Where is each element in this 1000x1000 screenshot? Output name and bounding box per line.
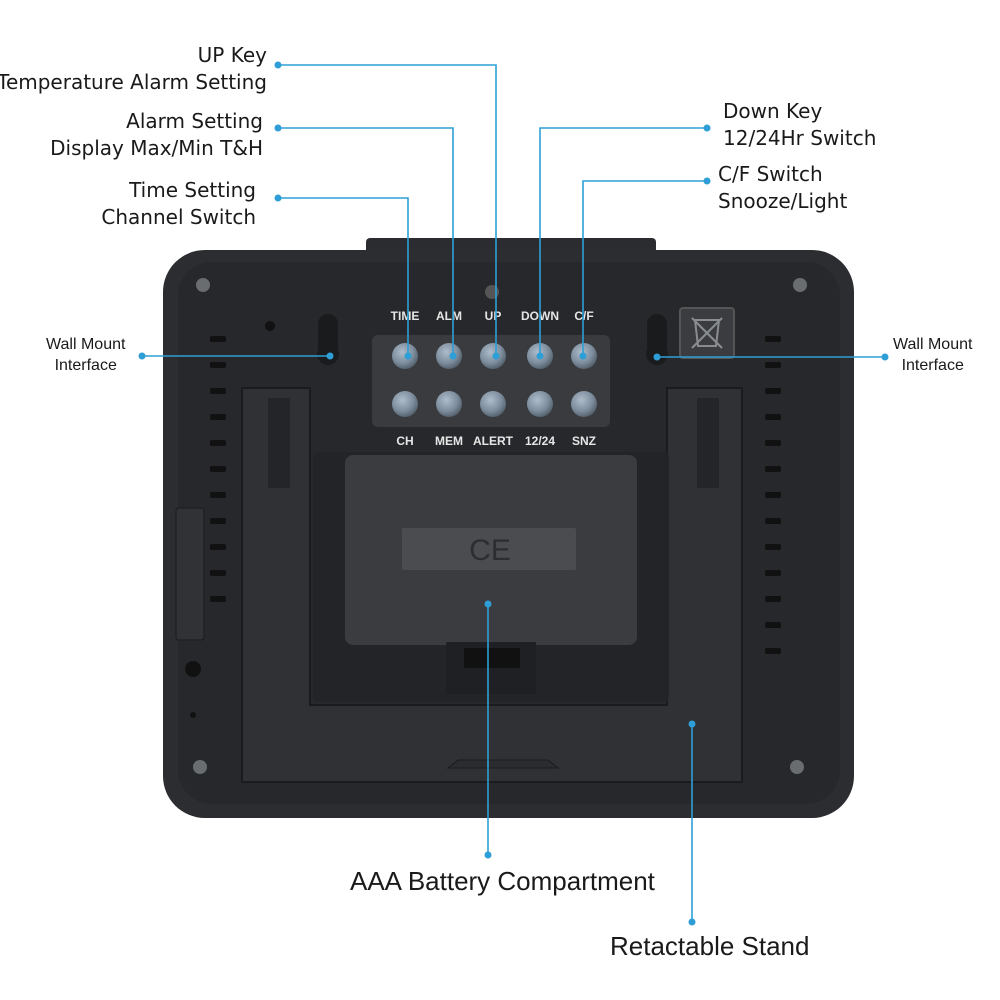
leader-dot [274,61,282,69]
time-title: Time Setting [129,178,256,202]
button-label: TIME [391,309,420,323]
callout-wall-left: Wall Mount Interface [46,334,125,376]
screw-bottom-left [193,760,207,774]
vents-left [210,336,226,602]
button-alert[interactable] [480,391,506,417]
button-label: CH [396,434,413,448]
screw-top-left [196,278,210,292]
callout-time: Time Setting Channel Switch [101,177,256,231]
button-label: UP [485,309,502,323]
down-key-subtitle: 12/24Hr Switch [723,126,877,150]
battery-latch-tab [464,648,520,668]
button-label: 12/24 [525,434,555,448]
side-panel [175,507,205,641]
leader-down-key [539,127,707,356]
weee-bin-icon [679,307,735,359]
callout-alarm: Alarm Setting Display Max/Min T&H [50,108,263,162]
leader-up-key [278,64,497,356]
callout-wall-right: Wall Mount Interface [893,334,972,376]
callout-up-key: UP Key Temperature Alarm Setting [0,42,267,96]
leader-dot [404,352,412,360]
wall-left-subtitle: Interface [54,357,117,374]
vents-right [765,336,781,654]
leader-dot [484,851,492,859]
alarm-subtitle: Display Max/Min T&H [50,136,263,160]
wall-right-subtitle: Interface [901,357,964,374]
ce-plate [402,528,576,570]
alarm-title: Alarm Setting [126,109,263,133]
time-subtitle: Channel Switch [101,205,256,229]
leader-dot [536,352,544,360]
hole [185,661,201,677]
retractable-stand-label: Retactable Stand [610,931,810,961]
callout-cf: C/F Switch Snooze/Light [718,161,847,215]
hole [265,321,275,331]
button-12-24[interactable] [527,391,553,417]
screw-top-center [485,285,499,299]
button-snz[interactable] [571,391,597,417]
screw-top-right [793,278,807,292]
leader-alarm [278,127,454,356]
leader-dot [484,600,492,608]
battery-compartment-label: AAA Battery Compartment [350,866,655,896]
leader-dot [881,353,889,361]
leader-cf [582,180,707,356]
leader-dot [449,352,457,360]
leader-dot [579,352,587,360]
leader-dot [274,194,282,202]
leader-dot [326,352,334,360]
cf-subtitle: Snooze/Light [718,189,848,213]
button-mem[interactable] [436,391,462,417]
button-alm[interactable] [436,343,462,369]
leader-dot [653,353,661,361]
button-ch[interactable] [392,391,418,417]
leader-dot [688,918,696,926]
leader-dot [703,124,711,132]
leader-dot [703,177,711,185]
wall-left-title: Wall Mount [46,336,126,353]
button-label: ALM [436,309,462,323]
ce-mark: CE [469,534,511,567]
button-label: MEM [435,434,463,448]
cf-title: C/F Switch [718,162,823,186]
leader-dot [274,124,282,132]
up-key-subtitle: Temperature Alarm Setting [0,70,267,94]
down-key-title: Down Key [723,99,823,123]
leader-dot [688,720,696,728]
button-label: ALERT [473,434,514,448]
callout-down-key: Down Key 12/24Hr Switch [723,98,876,152]
button-label: C/F [574,309,593,323]
leader-dot [492,352,500,360]
screw-bottom-right [790,760,804,774]
wall-right-title: Wall Mount [893,336,973,353]
button-label: SNZ [572,434,596,448]
leader-dot [138,352,146,360]
hole [190,712,196,718]
up-key-title: UP Key [197,43,267,67]
leader-time [278,197,409,356]
